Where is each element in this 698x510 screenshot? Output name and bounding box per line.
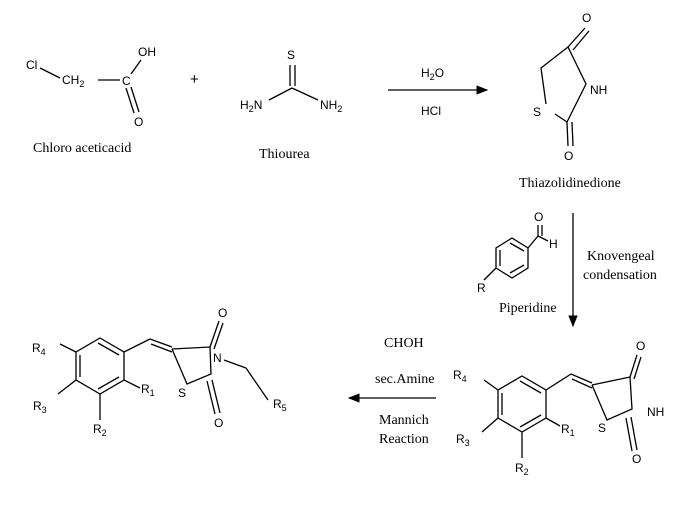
secondary-amine-label: sec.Amine [375,372,434,387]
product-bottom-oxygen-label: O [214,416,223,430]
product-r1-label: R1 [141,382,155,398]
aldehyde-oxygen-label: O [534,210,543,224]
benzylidene-tzd-structure: R4 R3 R1 R2 S NH O O [453,339,664,477]
carbonyl-carbon-label: C [122,74,131,88]
benzaldehyde-structure: O H R [477,210,558,295]
product-nitrogen-label: N [213,351,222,365]
chlorine-atom-label: Cl [26,58,37,72]
chloroacetic-acid-name: Chloro aceticacid [33,141,131,156]
knoevenagel-label-line1: Knovengeal [587,249,655,264]
benzylidene-nh-label: NH [647,405,664,419]
hydroxyl-label: OH [138,45,156,59]
tzd-nh-label: NH [590,83,607,97]
piperidine-label: Piperidine [499,301,557,316]
mannich-product-structure: R4 R3 R1 R2 S N O O R5 [32,306,287,438]
benzylidene-top-oxygen-label: O [636,339,645,353]
aldehyde-hydrogen-label: H [549,237,558,251]
mannich-label-line1: Mannich [379,413,429,428]
thiourea-h2n-label: H2N [240,98,262,114]
carbonyl-oxygen-label: O [134,115,143,129]
product-sulfur-label: S [178,386,186,400]
thiazolidinedione-name: Thiazolidinedione [519,176,621,191]
benzaldehyde-r-label: R [477,281,486,295]
tzd-top-oxygen-label: O [582,11,591,25]
r4-label: R4 [453,368,467,384]
water-reagent-label: H2O [421,66,444,82]
thiourea-structure: S H2N NH2 [240,48,342,114]
r3-label: R3 [456,432,470,448]
knoevenagel-label-line2: condensation [583,268,657,283]
ch2-group-label: CH2 [62,73,84,89]
mannich-label-line2: Reaction [379,432,429,447]
product-r2-label: R2 [93,422,107,438]
plus-sign: + [190,71,199,88]
benzylidene-sulfur-label: S [598,421,606,435]
thiourea-sulfur-label: S [287,48,295,62]
thiourea-name: Thiourea [259,147,310,162]
r1-label: R1 [561,422,575,438]
r2-label: R2 [515,461,529,477]
product-r3-label: R3 [33,399,47,415]
hcl-reagent-label: HCl [421,104,441,118]
product-r4-label: R4 [32,341,46,357]
tzd-sulfur-label: S [533,105,541,119]
tzd-bottom-oxygen-label: O [564,149,573,163]
thiourea-nh2-label: NH2 [320,98,342,114]
r5-label: R5 [273,397,287,413]
thiazolidinedione-structure: O NH S O [533,11,607,163]
product-top-oxygen-label: O [218,306,227,320]
formaldehyde-reagent-label: CHOH [384,336,424,351]
benzylidene-bottom-oxygen-label: O [632,452,641,466]
chloroacetic-acid-structure: Cl CH2 C OH O [26,45,156,129]
